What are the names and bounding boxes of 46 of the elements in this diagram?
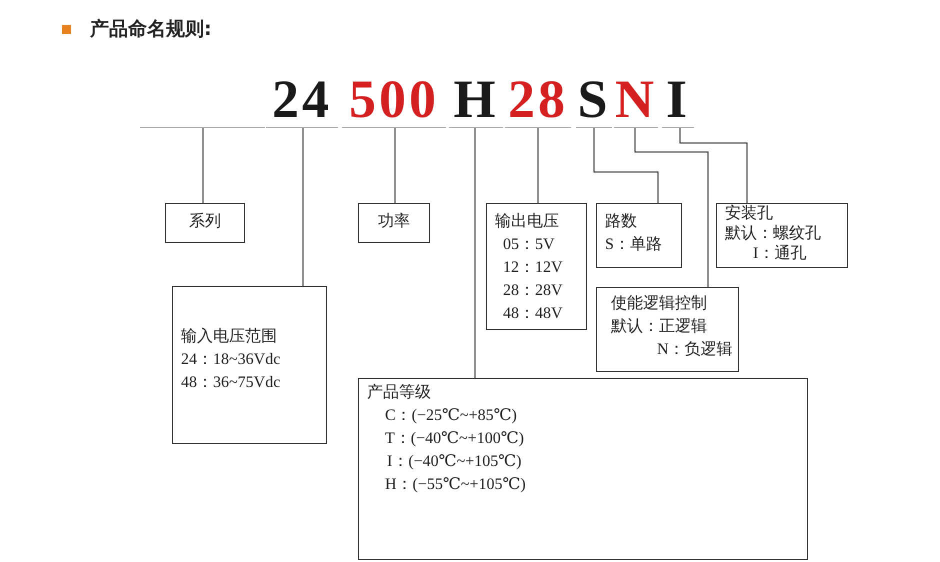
box-line: I：(−40℃~+105℃) (386, 452, 522, 472)
description-box (596, 287, 739, 372)
description-box (358, 203, 430, 243)
connector-line (680, 128, 748, 204)
box-heading: 系列 (188, 212, 222, 232)
box-line: H：(−55℃~+105℃) (384, 475, 526, 495)
box-line: N：负逻辑 (656, 340, 733, 360)
box-heading: 路数 (605, 212, 637, 232)
code-segment: 500 (342, 70, 446, 128)
description-box (716, 203, 848, 268)
connector-line (302, 128, 304, 286)
description-box (358, 378, 808, 560)
description-box (596, 203, 682, 268)
connector-line (634, 128, 708, 288)
code-segment: S (576, 70, 612, 128)
code-segment: 24 (266, 70, 338, 128)
box-line: 默认：正逻辑 (610, 317, 707, 337)
code-segment: 28 (505, 70, 571, 128)
box-heading: 输入电压范围 (181, 326, 277, 347)
code-segment: I (662, 70, 694, 128)
box-heading: 功率 (377, 212, 411, 232)
code-segment: N (614, 70, 658, 128)
box-line: I：通孔 (752, 244, 806, 264)
box-line: 默认：螺纹孔 (725, 224, 821, 244)
box-heading: 输出电压 (495, 212, 559, 232)
box-line: S：单路 (605, 235, 662, 255)
box-heading: 产品等级 (367, 382, 431, 403)
box-line: 12：12V (502, 258, 563, 278)
box-line: T：(−40℃~+100℃) (384, 429, 524, 449)
description-box (172, 286, 327, 444)
description-box (165, 203, 245, 243)
box-heading: 使能逻辑控制 (610, 294, 707, 314)
title: 产品命名规则: (90, 17, 212, 42)
box-line: 28：28V (502, 281, 563, 301)
box-heading: 安装孔 (725, 204, 773, 224)
box-line: C：(−25℃~+85℃) (384, 406, 517, 426)
connector-line (474, 128, 476, 378)
code-segment: H (449, 70, 503, 128)
description-box (486, 203, 587, 330)
connector-line (394, 128, 396, 204)
box-line: 48：36~75Vdc (181, 373, 280, 393)
box-line: 05：5V (502, 235, 555, 255)
box-line: 24：18~36Vdc (181, 350, 280, 370)
box-line: 48：48V (502, 304, 563, 324)
connector-line (202, 128, 204, 204)
connector-line (594, 128, 658, 204)
